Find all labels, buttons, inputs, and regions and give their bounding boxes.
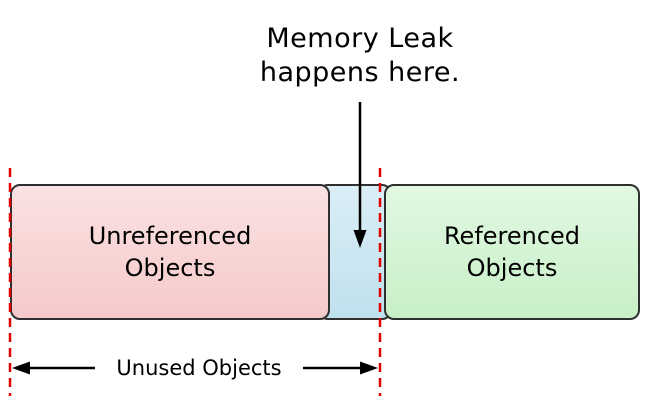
referenced-objects-box: Referenced Objects [384, 184, 640, 320]
unreferenced-objects-box: Unreferenced Objects [10, 184, 330, 320]
unused-objects-label: Unused Objects [95, 355, 303, 381]
annotation-text: Memory Leak happens here. [259, 23, 461, 88]
